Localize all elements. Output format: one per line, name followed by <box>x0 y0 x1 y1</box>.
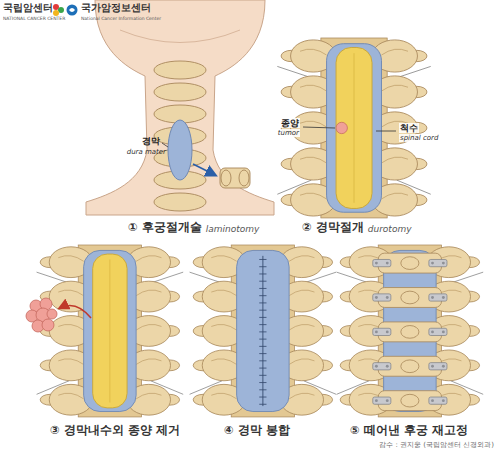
step-caption-latin: laminotomy <box>206 224 260 234</box>
step-caption: ③ 경막내수외 종양 제거 <box>50 424 180 437</box>
removed-tumor <box>26 298 57 332</box>
logo-name: 국립암센터 <box>3 3 53 14</box>
logo-name: 국가암정보센터 <box>81 3 151 14</box>
step-caption: ⑤ 떼어낸 후궁 재고정 <box>350 424 468 437</box>
part-label-latin: dura mater <box>127 148 166 156</box>
part-label-latin: spinal cord <box>399 134 439 142</box>
logo-subtitle: NATIONAL CANCER CENTER <box>3 16 65 21</box>
durotomy-panel <box>277 38 430 218</box>
logo-subtitle: National Cancer Information Center <box>81 16 161 21</box>
lamina-refixation-panel <box>337 245 484 417</box>
logo-icons <box>53 4 78 16</box>
part-label: 경막 <box>142 136 160 146</box>
credit-note: 감수 : 권지웅 (국립암센터 신경외과) <box>379 441 494 449</box>
part-label: 척수 <box>399 123 419 133</box>
tumor-removal-panel <box>37 245 184 417</box>
step-caption: ② 경막절개 <box>302 221 364 234</box>
part-label: 종양 <box>280 118 300 128</box>
step-caption: ① 후궁절개술 <box>128 221 202 234</box>
part-label-latin: tumor <box>277 129 300 137</box>
neck-illustration <box>86 0 274 215</box>
step-caption-latin: durotomy <box>368 224 412 234</box>
dura-closure-panel <box>190 245 337 417</box>
step-caption: ④ 경막 봉합 <box>224 424 290 437</box>
